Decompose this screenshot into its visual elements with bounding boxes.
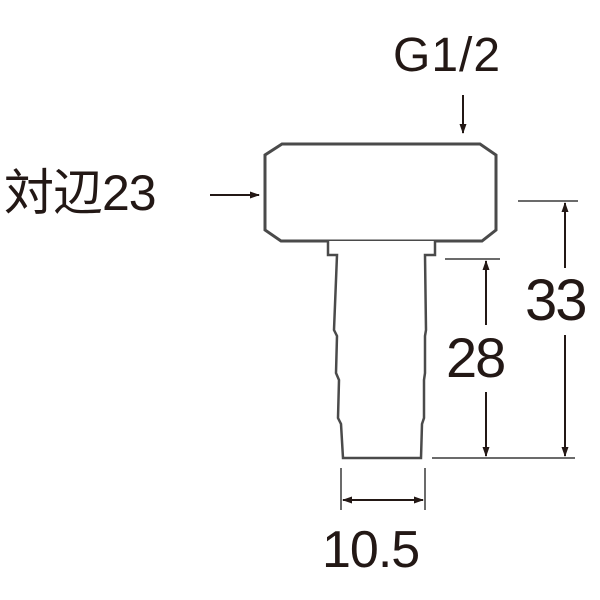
nozzle-diameter-label: 10.5 <box>322 521 420 579</box>
thread-label: G1/2 <box>393 29 502 82</box>
hex-nut-outline <box>263 142 498 243</box>
nozzle-outline <box>326 241 437 460</box>
across-flats-label: 対辺23 <box>4 165 157 221</box>
nozzle-length-label: 28 <box>446 326 506 389</box>
total-height-label: 33 <box>525 268 587 333</box>
